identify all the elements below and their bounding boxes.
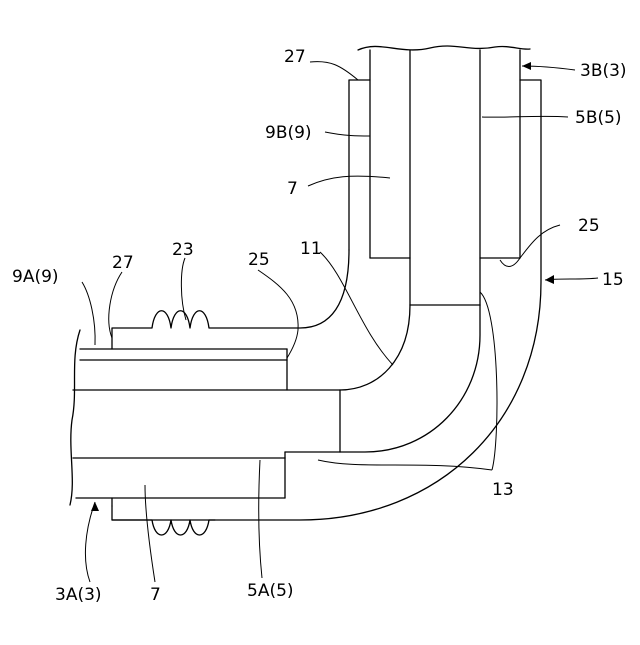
horizontal-pipe-3A [73,349,340,506]
label-15: 15 [602,270,624,290]
elbow-11-outer [340,305,480,452]
label-13: 13 [492,480,514,500]
bellows-23-top [112,250,349,349]
label-9A: 9A(9) [12,267,59,287]
label-25-mid: 25 [248,250,270,270]
arrow-3B [522,62,531,70]
elbow-11-inner [340,305,410,390]
label-27-left: 27 [112,253,134,273]
cover-15 [112,80,541,520]
arrow-15 [545,275,554,284]
left-break-line [70,330,80,505]
label-3A: 3A(3) [55,585,102,605]
label-23: 23 [172,240,194,260]
top-break-line [358,46,530,50]
label-7-top: 7 [287,179,298,199]
label-27-top: 27 [284,47,306,67]
vertical-pipe-3B [370,50,520,305]
label-5A: 5A(5) [247,581,294,601]
label-25-right: 25 [578,216,600,236]
label-11: 11 [300,239,322,259]
label-3B: 3B(3) [580,61,627,81]
label-5B: 5B(5) [575,108,622,128]
label-9B: 9B(9) [265,123,312,143]
label-7-bottom: 7 [150,585,161,605]
sleeve-9B [349,80,520,258]
arrow-3A [91,502,99,511]
bellows-23-bottom [112,520,215,535]
